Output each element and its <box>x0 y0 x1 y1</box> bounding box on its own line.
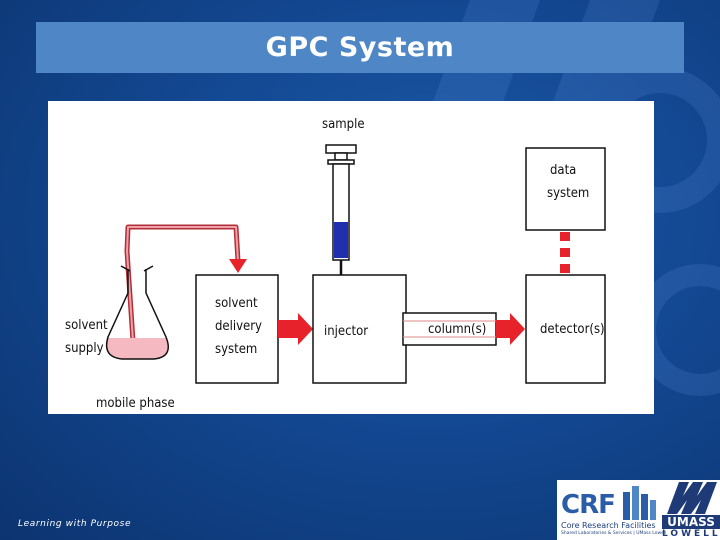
data-system-label-1: data <box>550 163 576 178</box>
data-system-label-2: system <box>547 186 589 201</box>
inlet-arrow <box>229 259 247 273</box>
gpc-diagram: solvent supply mobile phase solvent deli… <box>48 101 654 414</box>
slide-title: GPC System <box>265 32 455 63</box>
solvent-delivery-label-2: delivery <box>215 319 262 334</box>
crf-name: Core Research Facilities <box>561 521 656 530</box>
solvent-delivery-label-1: solvent <box>215 296 258 311</box>
flow-arrow-to-injector <box>278 313 313 345</box>
columns-label: column(s) <box>428 322 486 337</box>
solvent-delivery-label-3: system <box>215 342 257 357</box>
flow-arrow-to-detector <box>496 313 525 345</box>
crf-umass-logo: CRF Core Research Facilities Shared Labo… <box>557 480 720 540</box>
detector-box <box>525 274 606 384</box>
solvent-supply-label-2: supply <box>65 341 104 356</box>
solvent-supply-label-1: solvent <box>65 318 108 333</box>
injector-box <box>312 274 407 384</box>
column-box <box>402 312 497 346</box>
data-system-box <box>525 147 606 231</box>
sample-label: sample <box>322 117 365 132</box>
signal-link <box>560 232 570 273</box>
mobile-phase-liquid <box>106 338 169 359</box>
injector-label: injector <box>324 324 368 339</box>
solvent-tubing <box>124 224 247 342</box>
title-bar: GPC System <box>36 22 684 73</box>
sample-fluid <box>334 222 348 258</box>
mobile-phase-label: mobile phase <box>96 396 175 411</box>
crf-subtitle: Shared Laboratories & Services | UMass L… <box>561 531 667 536</box>
solvent-flask <box>105 265 169 360</box>
umass-m-icon <box>667 482 717 514</box>
footer-tagline: Learning with Purpose <box>18 519 132 529</box>
detectors-label: detector(s) <box>540 322 605 337</box>
umass-label: UMASS <box>662 515 720 529</box>
sample-syringe <box>325 144 357 276</box>
solvent-delivery-box <box>195 274 279 384</box>
building-icon <box>623 486 656 520</box>
lowell-label: LOWELL <box>662 529 720 539</box>
crf-logo-letters: CRF <box>561 490 616 520</box>
